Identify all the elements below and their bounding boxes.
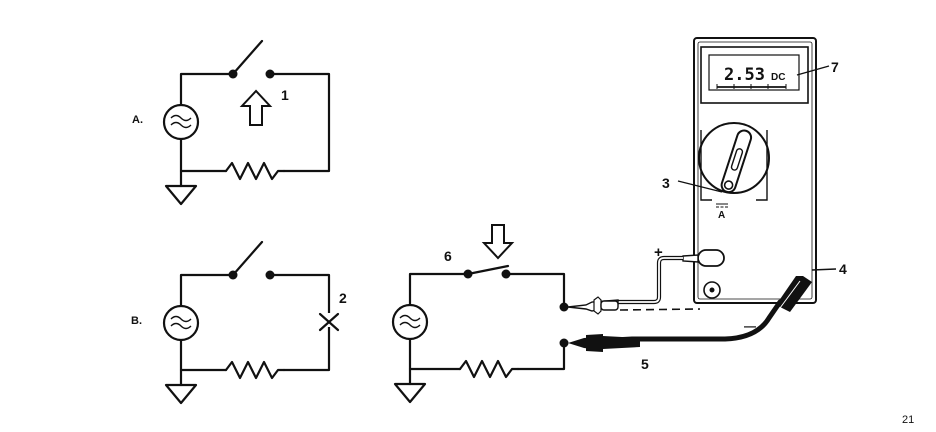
- wire: [181, 341, 226, 370]
- red-test-lead: [568, 258, 700, 314]
- wire: [410, 274, 468, 304]
- open-switch: [229, 41, 275, 79]
- test-point-positive: [560, 303, 569, 312]
- page-number: 21: [902, 414, 914, 426]
- wire: [181, 275, 233, 305]
- multimeter: 2.53 DC 7: [654, 38, 839, 333]
- resistor-icon: [460, 361, 518, 377]
- range-label: A: [718, 210, 725, 221]
- closed-switch: [464, 266, 511, 279]
- ac-source-icon: [164, 105, 198, 139]
- wire: [506, 274, 564, 307]
- test-point-negative: [560, 339, 569, 348]
- wire: [181, 140, 226, 171]
- callout-3: 3: [662, 175, 670, 191]
- ground-icon: [166, 186, 196, 204]
- wire: [181, 74, 233, 104]
- leader-line: [812, 269, 836, 270]
- callout-4: 4: [839, 261, 847, 277]
- callout-1: 1: [281, 87, 289, 103]
- circuit-c: 6: [393, 225, 569, 402]
- wire: [518, 343, 564, 369]
- meter-mode: DC: [771, 72, 785, 83]
- resistor-icon: [226, 163, 284, 179]
- open-switch: [229, 242, 275, 280]
- circuit-b: B. 2: [131, 242, 347, 403]
- ground-icon: [166, 385, 196, 403]
- red-lead-plug: [683, 250, 724, 266]
- ground-icon: [395, 384, 425, 402]
- wire: [270, 74, 329, 171]
- circuit-a-label: A.: [132, 114, 143, 126]
- circuit-a: A. 1: [132, 41, 329, 204]
- wire: [410, 340, 460, 369]
- circuit-b-label: B.: [131, 315, 142, 327]
- callout-7: 7: [831, 59, 839, 75]
- resistor-icon: [226, 362, 284, 378]
- callout-6: 6: [444, 248, 452, 264]
- meter-reading: 2.53: [724, 65, 765, 85]
- arrow-down-icon: [484, 225, 512, 258]
- ac-source-icon: [164, 306, 198, 340]
- arrow-up-icon: [242, 91, 270, 125]
- callout-2: 2: [339, 290, 347, 306]
- ac-source-icon: [393, 305, 427, 339]
- wire: [270, 275, 329, 370]
- callout-5: 5: [641, 356, 649, 372]
